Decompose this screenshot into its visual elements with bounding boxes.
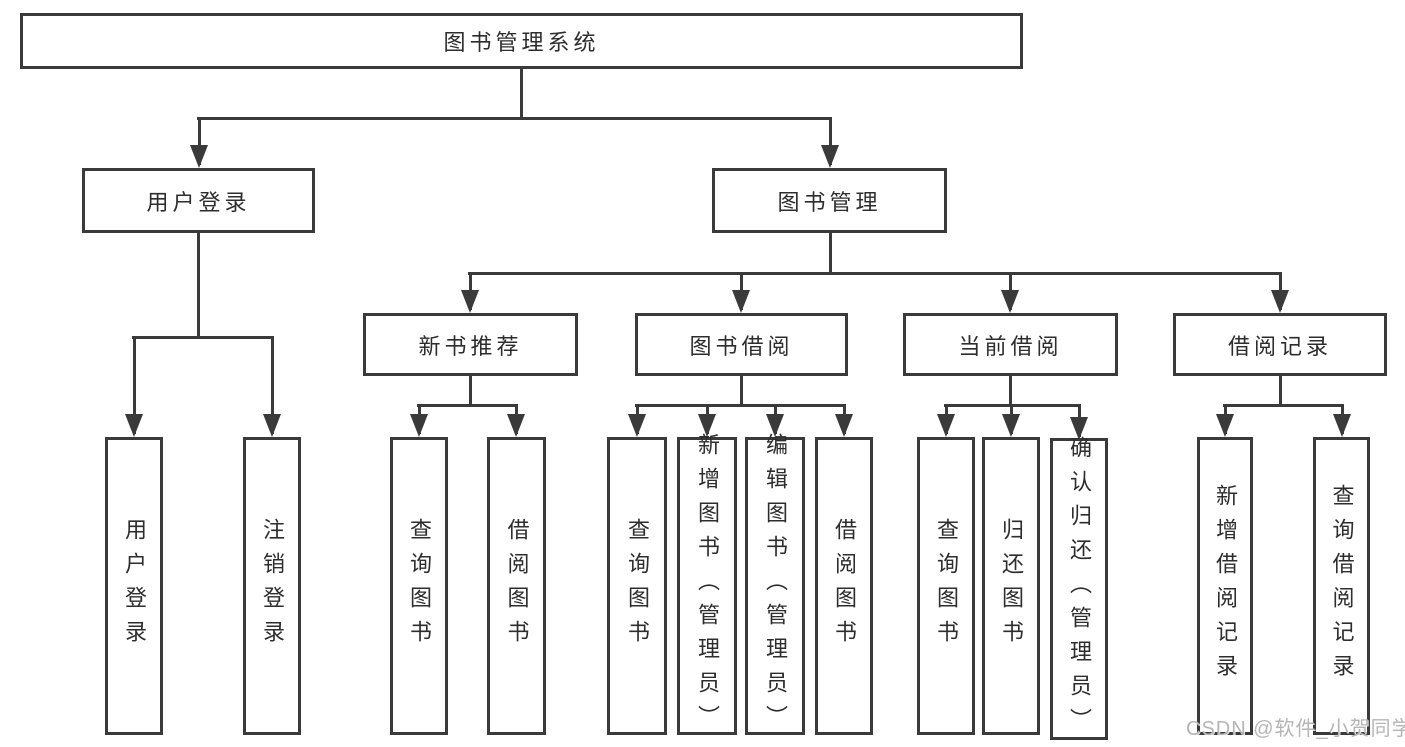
node-book-management-label: 图书管理 bbox=[777, 189, 882, 215]
connector-line bbox=[1279, 376, 1282, 407]
leaf-add-book-admin: 新增图书（管理员） bbox=[677, 433, 737, 739]
connector-line bbox=[468, 272, 1282, 275]
arrowhead-icon bbox=[461, 290, 479, 313]
arrowhead-icon bbox=[835, 414, 853, 437]
connector-line bbox=[197, 233, 200, 339]
arrowhead-icon bbox=[1070, 417, 1088, 440]
arrowhead-icon bbox=[1271, 290, 1289, 313]
leaf-query-book-3: 查询图书 bbox=[917, 437, 975, 735]
leaf-user-login-label: 用户登录 bbox=[122, 518, 147, 654]
arrowhead-icon bbox=[821, 145, 839, 168]
connector-line bbox=[417, 404, 518, 407]
connector-line bbox=[520, 68, 523, 120]
leaf-query-borrow-record-label: 查询借阅记录 bbox=[1329, 484, 1355, 688]
node-library-management-system: 图书管理系统 bbox=[20, 13, 1023, 69]
leaf-logout-label: 注销登录 bbox=[260, 518, 285, 654]
arrowhead-icon bbox=[1002, 414, 1020, 437]
arrowhead-icon bbox=[937, 414, 955, 437]
leaf-borrow-book-1: 借阅图书 bbox=[487, 437, 546, 735]
arrowhead-icon bbox=[1216, 414, 1234, 437]
leaf-query-book-1-label: 查询图书 bbox=[407, 518, 432, 654]
leaf-query-book-2: 查询图书 bbox=[607, 437, 667, 735]
leaf-logout: 注销登录 bbox=[243, 437, 301, 735]
arrowhead-icon bbox=[125, 414, 143, 437]
connector-line bbox=[740, 376, 743, 407]
leaf-edit-book-admin-label: 编辑图书（管理员） bbox=[763, 433, 788, 739]
connector-line bbox=[1223, 404, 1344, 407]
leaf-user-login: 用户登录 bbox=[105, 437, 163, 735]
arrowhead-icon bbox=[766, 414, 784, 437]
node-current-borrow-label: 当前借阅 bbox=[958, 333, 1063, 359]
leaf-return-book: 归还图书 bbox=[982, 437, 1040, 735]
arrowhead-icon bbox=[507, 414, 525, 437]
node-user-login-label: 用户登录 bbox=[146, 189, 251, 215]
arrowhead-icon bbox=[732, 290, 750, 313]
leaf-add-borrow-record-label: 新增借阅记录 bbox=[1213, 484, 1238, 688]
leaf-query-book-3-label: 查询图书 bbox=[934, 518, 959, 654]
leaf-borrow-book-2-label: 借阅图书 bbox=[832, 518, 857, 654]
node-new-book-recommend-label: 新书推荐 bbox=[418, 333, 523, 359]
arrowhead-icon bbox=[1333, 414, 1351, 437]
arrowhead-icon bbox=[698, 414, 716, 437]
node-borrow-record: 借阅记录 bbox=[1173, 313, 1387, 376]
connector-line bbox=[132, 336, 274, 339]
leaf-borrow-book-1-label: 借阅图书 bbox=[504, 518, 530, 654]
connector-line bbox=[133, 336, 136, 434]
arrowhead-icon bbox=[190, 145, 208, 168]
node-book-borrow: 图书借阅 bbox=[635, 313, 848, 376]
connector-line bbox=[635, 404, 846, 407]
node-book-management: 图书管理 bbox=[712, 168, 947, 233]
arrowhead-icon bbox=[1001, 290, 1019, 313]
connector-line bbox=[197, 117, 832, 120]
leaf-add-book-admin-label: 新增图书（管理员） bbox=[695, 433, 720, 739]
node-user-login: 用户登录 bbox=[82, 168, 315, 233]
leaf-add-borrow-record: 新增借阅记录 bbox=[1197, 437, 1253, 735]
connector-line bbox=[198, 117, 201, 165]
connector-line bbox=[271, 336, 274, 434]
node-new-book-recommend: 新书推荐 bbox=[363, 313, 578, 376]
node-current-borrow: 当前借阅 bbox=[903, 313, 1118, 376]
node-borrow-record-label: 借阅记录 bbox=[1227, 333, 1332, 359]
leaf-confirm-return-admin: 确认归还（管理员） bbox=[1050, 436, 1108, 742]
arrowhead-icon bbox=[410, 414, 428, 437]
leaf-borrow-book-2: 借阅图书 bbox=[815, 437, 873, 735]
node-library-management-system-label: 图书管理系统 bbox=[443, 30, 600, 55]
connector-line bbox=[829, 233, 832, 275]
leaf-confirm-return-admin-label: 确认归还（管理员） bbox=[1067, 436, 1092, 742]
leaf-return-book-label: 归还图书 bbox=[999, 518, 1024, 654]
node-book-borrow-label: 图书借阅 bbox=[689, 333, 794, 359]
leaf-query-book-2-label: 查询图书 bbox=[625, 518, 650, 654]
arrowhead-icon bbox=[628, 414, 646, 437]
connector-line bbox=[469, 376, 472, 407]
leaf-query-borrow-record: 查询借阅记录 bbox=[1313, 437, 1370, 735]
connector-line bbox=[1009, 376, 1012, 407]
connector-line bbox=[829, 117, 832, 165]
leaf-edit-book-admin: 编辑图书（管理员） bbox=[745, 433, 805, 739]
watermark: CSDN @软件_小贺同学 bbox=[1186, 718, 1405, 740]
leaf-query-book-1: 查询图书 bbox=[390, 437, 448, 735]
arrowhead-icon bbox=[263, 414, 281, 437]
